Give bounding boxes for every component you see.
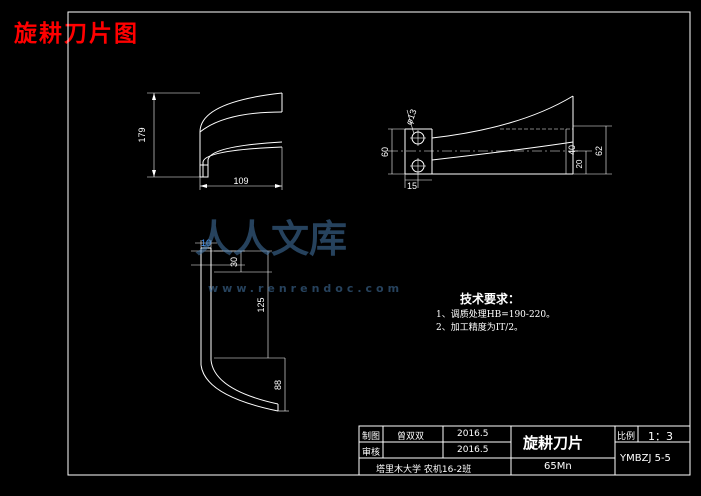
drawing-frame [67,11,691,476]
drawer-name: 曾双双 [397,432,425,442]
draw-date: 2016.5 [457,429,489,439]
dim-125: 125 [256,297,266,312]
scale-value: 1：3 [648,430,673,443]
dim-20: 20 [575,159,584,168]
check-date: 2016.5 [457,445,489,455]
view-top [388,95,612,188]
dim-60: 60 [380,147,390,157]
dim-179: 179 [137,127,147,142]
dim-88: 88 [273,380,283,390]
label-scale: 比例 [617,432,636,442]
tech-requirements-title: 技术要求： [460,292,521,306]
watermark-text: 人人文库 [195,217,348,261]
school-class: 塔里木大学 农机16-2班 [376,465,472,475]
title-block [358,425,691,476]
view-side-profile [147,92,283,190]
page-title: 旋耕刀片图 [14,21,139,47]
label-draw: 制图 [362,432,381,442]
label-check: 审核 [362,448,381,458]
watermark-url: www.renrendoc.com [208,282,404,295]
view-front-profile [191,240,289,412]
dim-40: 40 [567,145,577,155]
dim-109: 109 [233,176,248,186]
dim-10: 10 [201,238,211,248]
dim-62: 62 [594,146,604,156]
drawing-number: YMBZJ 5-5 [620,453,671,464]
material: 65Mn [544,461,572,472]
part-name: 旋耕刀片 [523,434,584,452]
dim-30: 30 [229,257,239,267]
dim-phi: φ13 [404,108,419,126]
tech-requirement-2: 2、加工精度为IT/2。 [436,323,524,333]
dim-15: 15 [407,181,417,191]
tech-requirement-1: 1、调质处理HB=190-220。 [436,310,556,320]
